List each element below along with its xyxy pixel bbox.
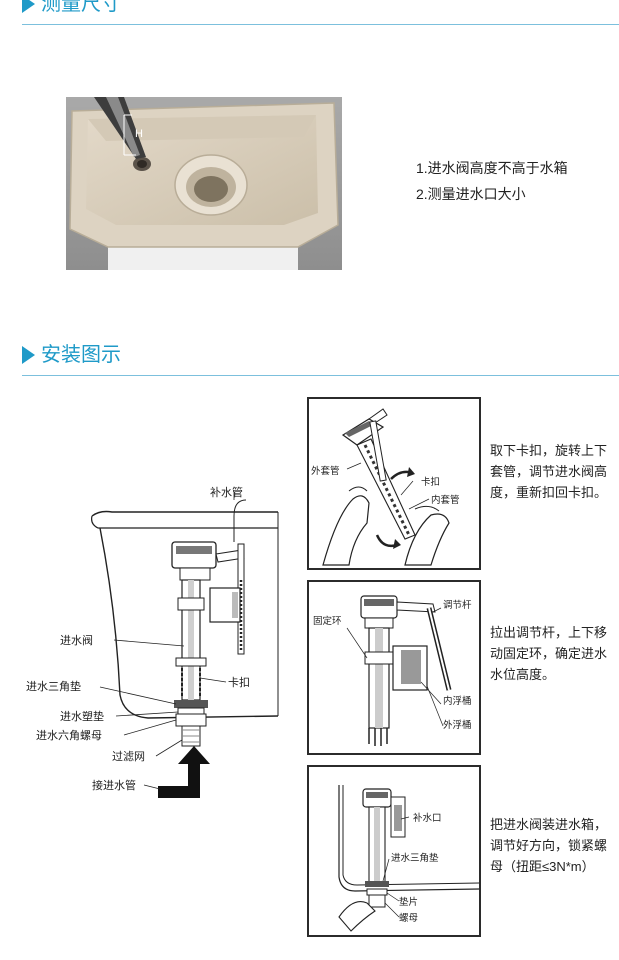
label-refill-tube: 补水管 (210, 485, 243, 499)
label-adjust-rod: 调节杆 (443, 599, 472, 611)
step-1-line-3: 度，重新扣回卡扣。 (490, 485, 608, 500)
label-clip: 卡扣 (421, 476, 440, 488)
height-marker-label: H (135, 128, 143, 140)
step-3-figure: 补水口 进水三角垫 垫片 螺母 (307, 765, 481, 937)
label-refill-port: 补水口 (413, 812, 442, 824)
measure-notes: 1.进水阀高度不高于水箱 2.测量进水口大小 (416, 158, 568, 205)
label-gasket: 垫片 (399, 896, 418, 908)
section-header-measure: 测量尺寸 (22, 0, 121, 14)
triangle-bullet-icon (22, 346, 35, 364)
section-title: 测量尺寸 (41, 0, 121, 15)
label-nut: 螺母 (399, 913, 418, 924)
tank-photo: H (66, 97, 342, 270)
label-inner-float: 内浮桶 (443, 695, 472, 707)
label-plastic-gasket: 进水塑垫 (60, 709, 104, 723)
triangle-bullet-icon (22, 0, 35, 13)
step-3-line-1: 把进水阀装进水箱， (490, 817, 608, 832)
step-1-line-1: 取下卡扣，旋转上下 (490, 443, 608, 458)
step-1-figure: 外套管 卡扣 内套管 (307, 397, 481, 570)
label-inner-sleeve: 内套管 (431, 494, 460, 506)
step-3-line-3: 母（扭距≤3N*m） (490, 859, 595, 874)
label-fixing-ring: 固定环 (313, 615, 342, 627)
label-hex-nut: 进水六角螺母 (36, 729, 102, 742)
step-2-text: 拉出调节杆，上下移 动固定环，确定进水 水位高度。 (490, 622, 619, 685)
step-2-line-1: 拉出调节杆，上下移 (490, 625, 608, 640)
step-2-line-3: 水位高度。 (490, 667, 556, 682)
step-3-text: 把进水阀装进水箱， 调节好方向，锁紧螺 母（扭距≤3N*m） (490, 814, 619, 877)
label-clip: 卡扣 (228, 675, 250, 689)
section-divider (22, 24, 619, 25)
main-install-diagram: 补水管 进水阀 卡扣 进水三角垫 进水塑垫 进水六角螺母 过滤网 接进水管 (20, 480, 290, 810)
label-outer-float: 外浮桶 (443, 719, 472, 731)
step-1-text: 取下卡扣，旋转上下 套管，调节进水阀高 度，重新扣回卡扣。 (490, 440, 619, 503)
label-inlet-valve: 进水阀 (60, 633, 93, 647)
label-filter: 过滤网 (112, 750, 145, 763)
label-outer-sleeve: 外套管 (311, 465, 340, 477)
step-1-line-2: 套管，调节进水阀高 (490, 464, 608, 479)
label-supply-pipe: 接进水管 (92, 778, 136, 792)
section-divider (22, 375, 619, 376)
section-header-install: 安装图示 (22, 345, 121, 365)
label-triangle-gasket: 进水三角垫 (26, 679, 81, 693)
label-triangle-gasket: 进水三角垫 (391, 852, 439, 864)
section-title: 安装图示 (41, 344, 121, 366)
step-2-line-2: 动固定环，确定进水 (490, 646, 608, 661)
step-3-line-2: 调节好方向，锁紧螺 (490, 838, 608, 853)
measure-note-2: 2.测量进水口大小 (416, 186, 526, 203)
measure-note-1: 1.进水阀高度不高于水箱 (416, 160, 568, 176)
step-2-figure: 调节杆 固定环 内浮桶 外浮桶 (307, 580, 481, 755)
